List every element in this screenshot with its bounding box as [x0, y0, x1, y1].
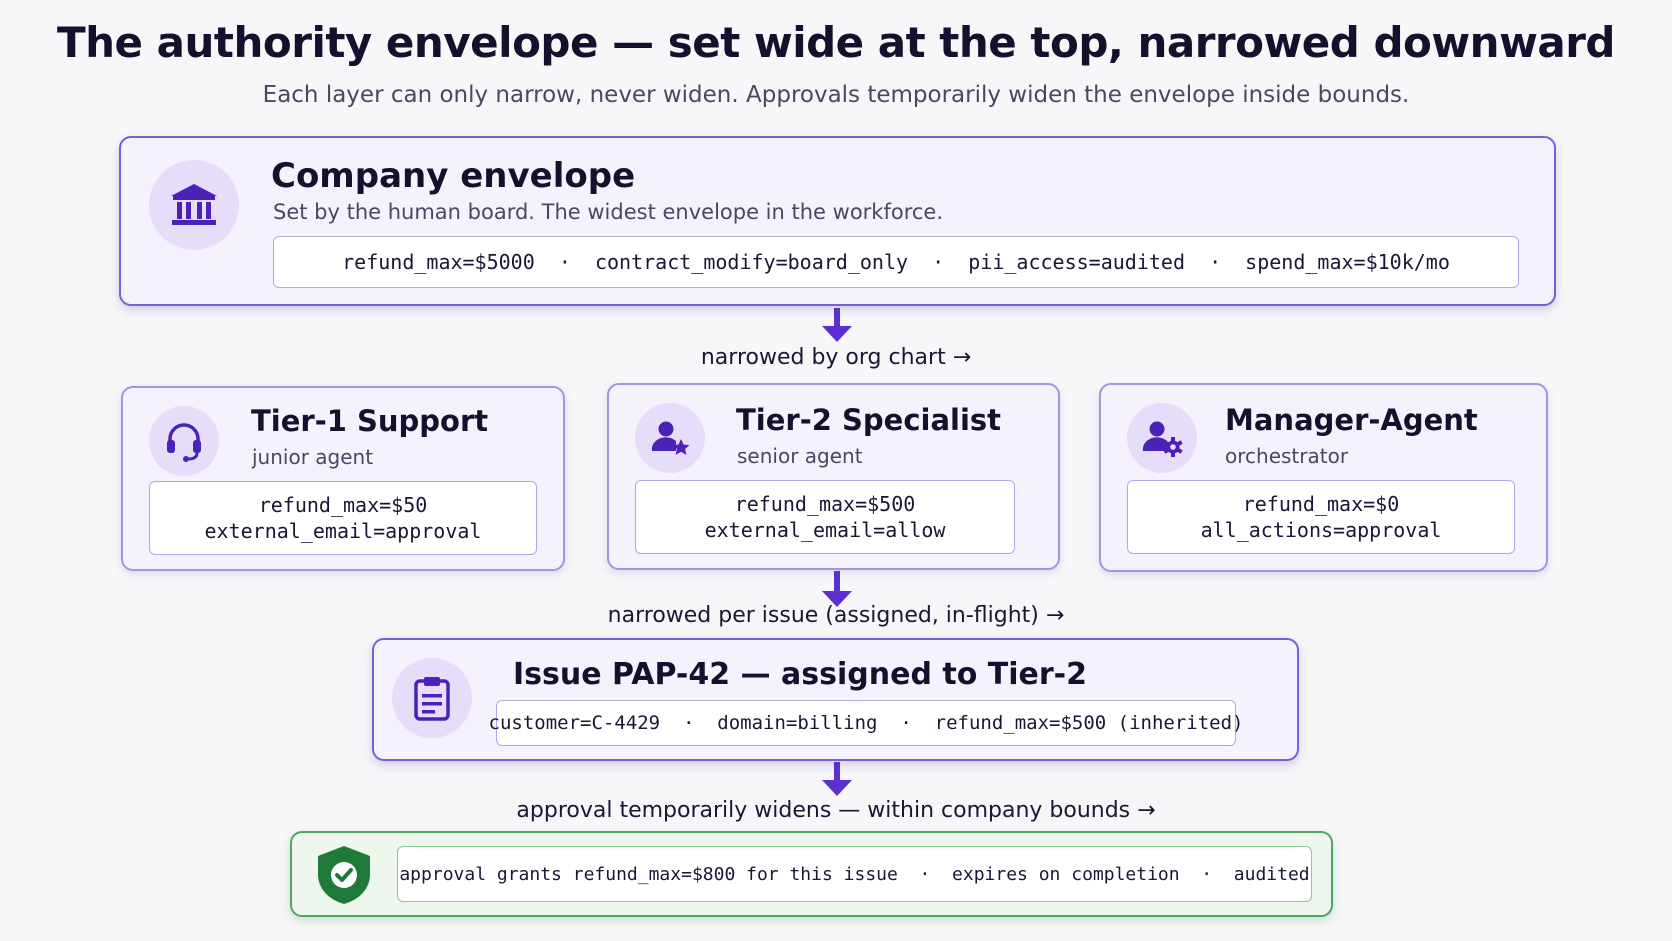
- company-envelope-title: Company envelope: [271, 156, 636, 196]
- clipboard-icon: [392, 658, 472, 738]
- agent-title-tier1: Tier-1 Support: [251, 404, 489, 438]
- arrow-down-icon: [822, 308, 852, 342]
- headset-icon: [149, 406, 219, 476]
- user-gear-icon: [1127, 403, 1197, 473]
- agent-policy-line: refund_max=$500: [734, 492, 916, 516]
- shield-check-icon: [314, 844, 374, 906]
- agent-card-tier2: Tier-2 Specialist senior agent refund_ma…: [607, 383, 1060, 570]
- bank-icon: [149, 160, 239, 250]
- agent-policy-line: external_email=approval: [204, 519, 482, 543]
- agent-policy-line: all_actions=approval: [1200, 518, 1442, 542]
- agent-policy-box-manager: refund_max=$0 all_actions=approval: [1127, 480, 1515, 554]
- company-policy-box: refund_max=$5000 · contract_modify=board…: [273, 236, 1519, 288]
- issue-card: Issue PAP-42 — assigned to Tier-2 custom…: [372, 638, 1299, 761]
- company-envelope-card: Company envelope Set by the human board.…: [119, 136, 1556, 306]
- arrow-down-icon: [822, 762, 852, 796]
- agent-title-tier2: Tier-2 Specialist: [736, 403, 1002, 437]
- agent-subtitle-manager: orchestrator: [1225, 444, 1349, 468]
- company-envelope-description: Set by the human board. The widest envel…: [273, 200, 944, 224]
- agent-card-tier1: Tier-1 Support junior agent refund_max=$…: [121, 386, 565, 571]
- agent-policy-line: refund_max=$50: [258, 493, 428, 517]
- connector-label-per-issue: narrowed per issue (assigned, in-flight)…: [607, 603, 1065, 628]
- issue-title: Issue PAP-42 — assigned to Tier-2: [513, 657, 1087, 692]
- agent-title-manager: Manager-Agent: [1225, 403, 1478, 437]
- agent-policy-box-tier2: refund_max=$500 external_email=allow: [635, 480, 1015, 554]
- agent-policy-box-tier1: refund_max=$50 external_email=approval: [149, 481, 537, 555]
- page-title: The authority envelope — set wide at the…: [57, 18, 1616, 67]
- connector-label-org-chart: narrowed by org chart →: [700, 345, 972, 370]
- user-star-icon: [635, 403, 705, 473]
- arrow-down-icon: [822, 571, 852, 607]
- agent-card-manager: Manager-Agent orchestrator refund_max=$0…: [1099, 383, 1548, 572]
- agent-policy-line: external_email=allow: [704, 518, 946, 542]
- page-subtitle: Each layer can only narrow, never widen.…: [262, 82, 1410, 108]
- approval-card: approval grants refund_max=$800 for this…: [290, 831, 1333, 917]
- agent-subtitle-tier1: junior agent: [252, 445, 374, 469]
- approval-policy-box: approval grants refund_max=$800 for this…: [397, 846, 1312, 902]
- issue-policy-box: customer=C-4429 · domain=billing · refun…: [489, 700, 1244, 746]
- agent-subtitle-tier2: senior agent: [737, 444, 863, 468]
- connector-label-approval: approval temporarily widens — within com…: [516, 798, 1156, 823]
- agent-policy-line: refund_max=$0: [1242, 492, 1400, 516]
